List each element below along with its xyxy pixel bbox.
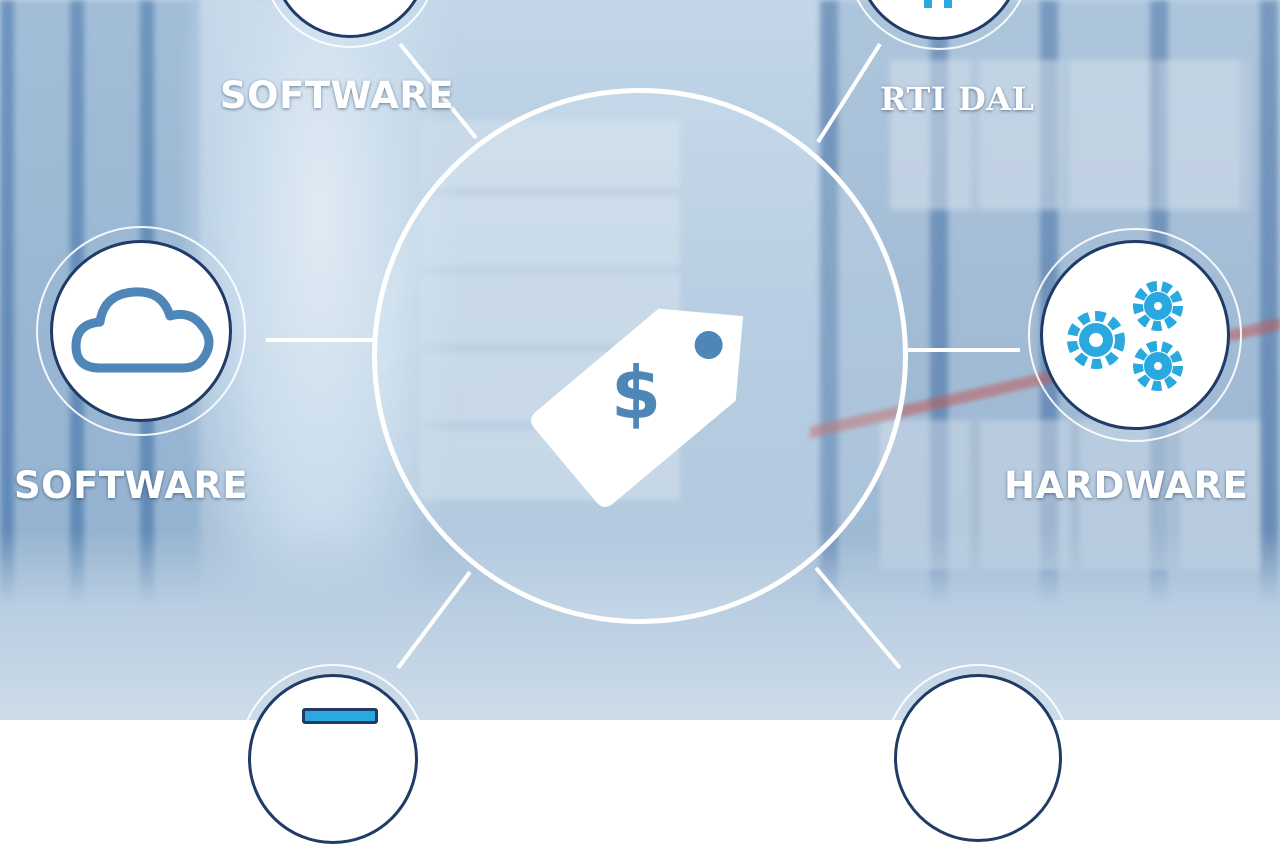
right-node bbox=[1028, 228, 1242, 442]
left-node bbox=[36, 226, 246, 436]
label-top-left: SOFTWARE bbox=[220, 74, 455, 117]
cloud-icon bbox=[71, 287, 214, 373]
label-left: SOFTWARE bbox=[14, 464, 249, 507]
connector-lines bbox=[0, 0, 1280, 720]
gear-icon bbox=[924, 0, 952, 8]
label-top-right: RTI DAL bbox=[880, 80, 1035, 118]
gears-icon bbox=[1067, 281, 1183, 391]
price-tag-icon: $ bbox=[531, 308, 744, 507]
bottom-left-node bbox=[238, 664, 428, 854]
label-right: HARDWARE bbox=[1004, 464, 1249, 507]
device-icon bbox=[302, 708, 378, 724]
bottom-right-node bbox=[884, 664, 1072, 852]
boxes-top-right bbox=[890, 60, 1250, 210]
dollar-symbol: $ bbox=[611, 351, 661, 435]
